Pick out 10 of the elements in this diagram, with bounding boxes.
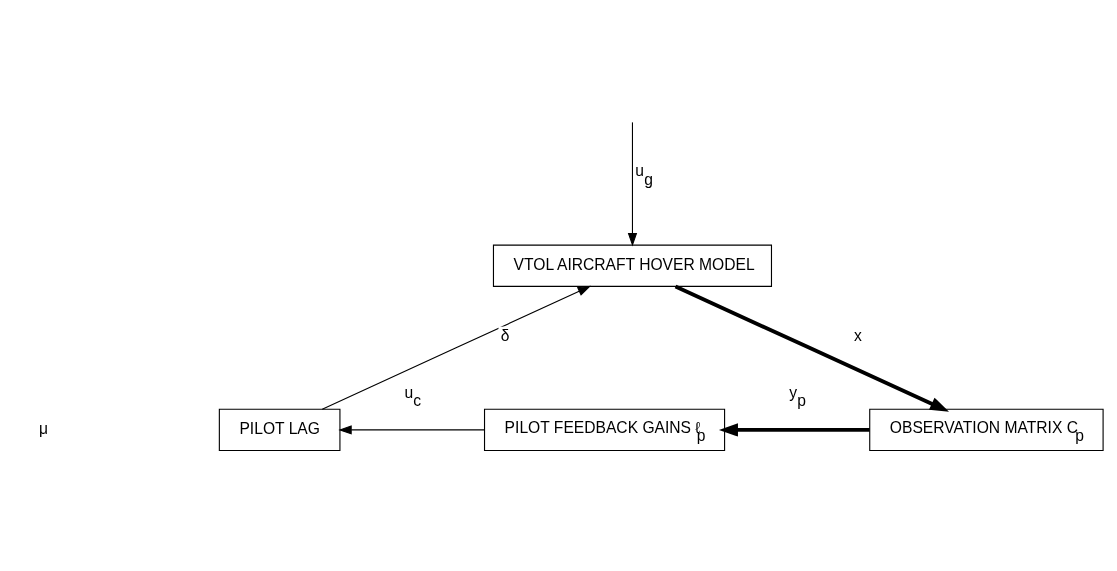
label: μ	[39, 419, 49, 437]
edge-label: x	[854, 326, 862, 344]
arrow	[321, 285, 592, 410]
node-box: PILOT LAG	[218, 408, 341, 451]
arrow	[338, 424, 485, 435]
arrow	[718, 422, 870, 437]
arrow	[674, 284, 950, 412]
node-box: VTOL AIRCRAFT HOVER MODEL	[492, 244, 773, 287]
edge-label: δ	[500, 326, 510, 344]
arrow	[627, 121, 638, 246]
